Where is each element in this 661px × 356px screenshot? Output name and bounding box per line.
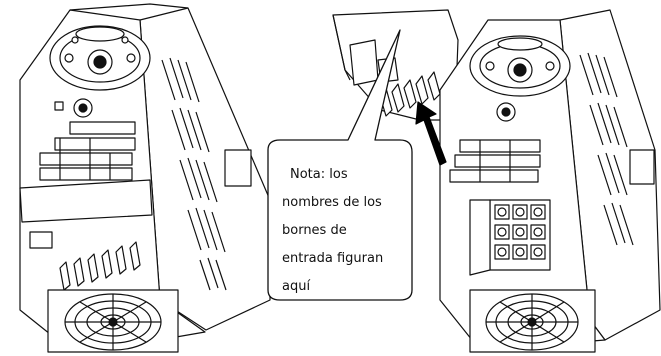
cover-removal-arrow xyxy=(415,101,447,166)
input-terminal-screws xyxy=(469,199,551,276)
left-display-window xyxy=(75,26,125,42)
right-terminal-block xyxy=(449,139,541,183)
note-callout xyxy=(267,29,413,301)
right-display-window xyxy=(497,37,543,51)
callout-bubble xyxy=(267,29,413,301)
callout-line-2: nombres de los xyxy=(282,195,382,210)
callout-line-3: bornes de xyxy=(282,223,347,238)
right-side-vents xyxy=(579,52,634,246)
removed-front-cover xyxy=(332,9,459,121)
left-label-window xyxy=(29,231,53,249)
left-terminal-block xyxy=(39,121,136,181)
left-side-vents xyxy=(161,57,227,291)
left-inverter-drawing xyxy=(19,3,271,353)
left-front-vents xyxy=(59,241,141,291)
callout-line-5: aquí xyxy=(282,279,310,294)
callout-text: Nota: los nombres de los bornes de entra… xyxy=(282,167,383,294)
callout-line-4: entrada figuran xyxy=(282,251,383,266)
callout-line-1: Nota: los xyxy=(290,167,348,182)
left-cooling-fan xyxy=(47,289,179,353)
right-cooling-fan xyxy=(469,289,596,353)
right-inverter-drawing xyxy=(332,9,661,353)
